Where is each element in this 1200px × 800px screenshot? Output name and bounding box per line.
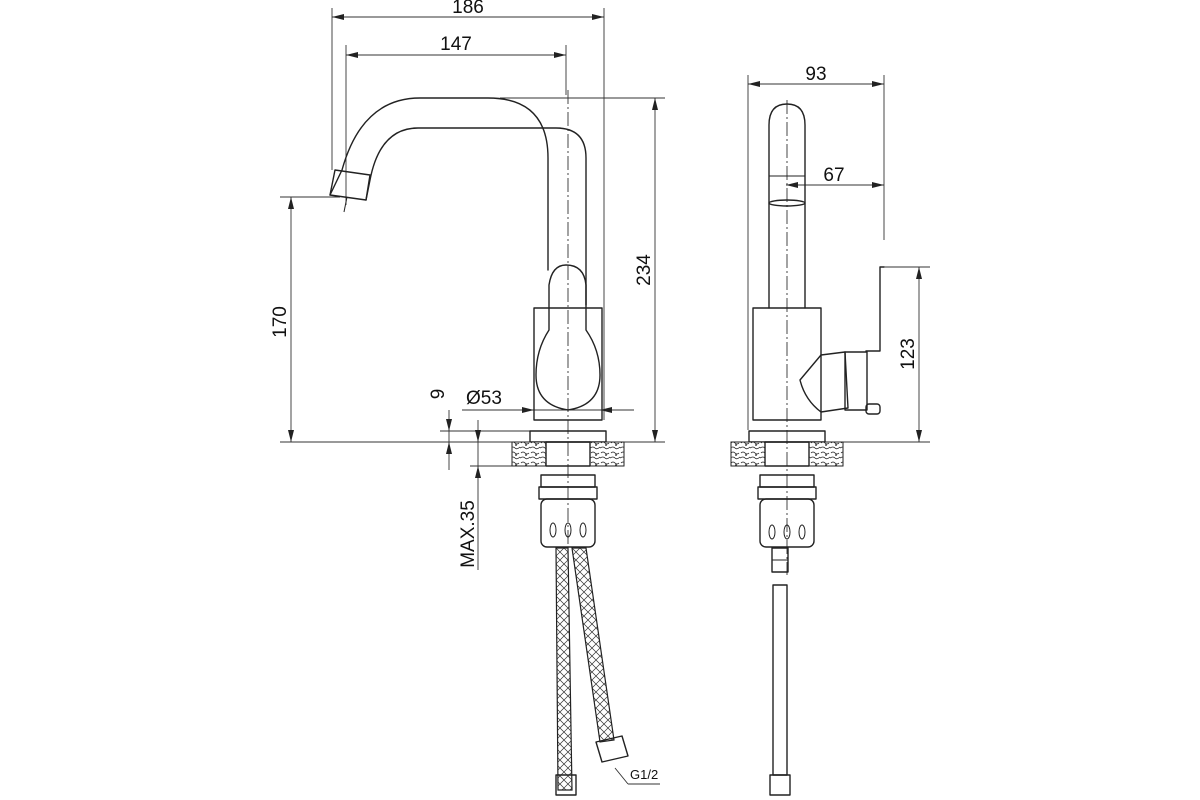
label-handle-offset: 67 — [823, 165, 844, 186]
label-overall-height: 234 — [634, 254, 655, 286]
label-max-counter-thickness: MAX.35 — [458, 500, 479, 568]
label-base-diameter: Ø53 — [466, 388, 502, 409]
dimension-overall-width: 186 — [331, 0, 605, 420]
label-thread: G1/2 — [630, 767, 658, 782]
side-countertop-section — [730, 441, 844, 467]
dimension-base-offset: 9 — [428, 389, 532, 470]
faucet-spout — [329, 97, 587, 306]
dimension-overall-height: 234 — [500, 97, 665, 443]
label-handle-height: 123 — [898, 338, 919, 370]
mounting-nut — [538, 474, 598, 548]
dimension-handle-offset: 67 — [786, 165, 884, 188]
faucet-body — [533, 264, 603, 421]
side-spout — [768, 103, 806, 309]
countertop-section — [511, 441, 625, 467]
supply-hoses — [555, 547, 629, 796]
side-view: 93 67 123 — [730, 64, 930, 796]
side-body — [752, 307, 822, 421]
label-base-offset: 9 — [428, 389, 449, 400]
label-overall-width: 186 — [452, 0, 484, 18]
dimension-handle-height: 123 — [826, 266, 930, 443]
dimension-base-diameter: Ø53 — [462, 388, 634, 413]
dimension-spout-height: 170 — [270, 196, 525, 443]
label-spout-height: 170 — [270, 306, 291, 338]
label-overall-depth: 93 — [805, 64, 826, 85]
side-handle — [799, 266, 885, 415]
dimension-overall-depth: 93 — [747, 64, 885, 430]
label-spout-reach: 147 — [440, 34, 472, 55]
front-view: 186 147 234 170 — [270, 0, 665, 796]
dimension-max-counter-thickness: MAX.35 — [458, 420, 540, 570]
thread-callout: G1/2 — [614, 767, 660, 785]
side-supply-hose — [769, 547, 791, 796]
side-mounting-nut — [757, 474, 817, 548]
dimension-spout-reach: 147 — [345, 34, 567, 205]
